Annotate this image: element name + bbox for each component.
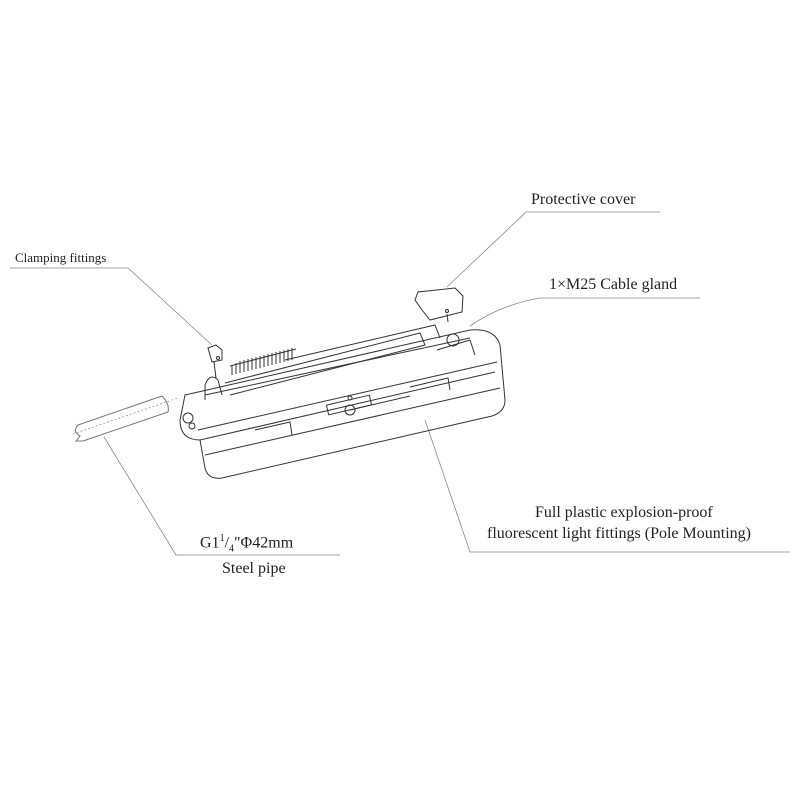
label-protective-cover: Protective cover [531, 191, 636, 208]
label-steel-pipe: Steel pipe [222, 560, 286, 577]
pipe-spec-prefix: G1 [200, 534, 220, 552]
pipe-spec-frac-den: 4 [229, 543, 235, 555]
label-pipe-spec: G11/4"Φ42mm [200, 533, 294, 555]
leader-clamping [10, 267, 213, 346]
pipe-spec-frac-num: 1 [219, 533, 225, 544]
protective-cover-part [414, 287, 464, 323]
cable-gland-part [436, 333, 476, 356]
leader-pipe [103, 436, 340, 556]
leader-lines [10, 211, 790, 556]
clamping-fitting-part [207, 344, 223, 379]
label-fitting-line1: Full plastic explosion-proof [535, 504, 713, 521]
light-fitting-body [179, 324, 506, 479]
leader-fitting [424, 419, 790, 553]
pipe-spec-suffix: "Φ42mm [234, 534, 294, 552]
label-cable-gland: 1×M25 Cable gland [549, 276, 678, 293]
cooling-fins [229, 348, 297, 375]
label-clamping-fittings: Clamping fittings [15, 250, 107, 265]
leader-gland [469, 297, 700, 327]
label-fitting-line2: fluorescent light fittings (Pole Mountin… [487, 525, 751, 542]
leader-cover [446, 211, 660, 288]
steel-pipe [72, 395, 179, 442]
